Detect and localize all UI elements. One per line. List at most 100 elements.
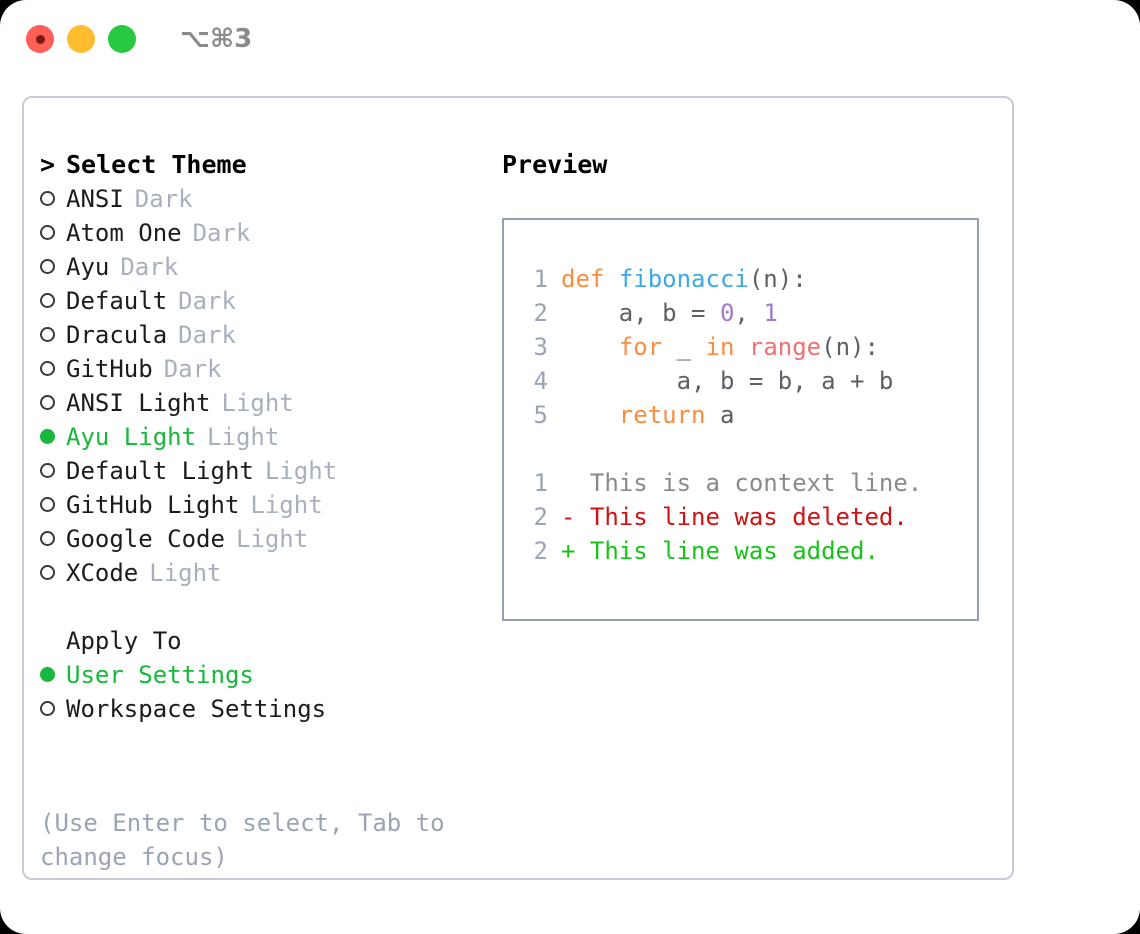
radio-bullet-icon[interactable] — [40, 522, 66, 556]
theme-list-item[interactable]: ANSI Light Light — [40, 386, 490, 420]
theme-name-label: ANSI — [66, 185, 124, 213]
theme-variant-tag: Dark — [178, 287, 236, 315]
code-token — [561, 401, 619, 429]
theme-variant-tag: Dark — [192, 219, 251, 247]
theme-name-label: ANSI Light — [66, 389, 211, 417]
theme-variant-tag: Dark — [120, 253, 179, 281]
line-number: 1 — [533, 265, 548, 293]
diff-text: This line was deleted. — [575, 503, 908, 531]
radio-bullet-icon[interactable] — [40, 692, 66, 726]
theme-variant-tag: Dark — [134, 185, 193, 213]
radio-bullet-icon[interactable] — [40, 556, 66, 590]
code-token: fibonacci — [618, 265, 749, 293]
window-titlebar: ⌥⌘3 — [0, 0, 1140, 78]
theme-list-item[interactable]: Atom One Dark — [40, 216, 490, 250]
theme-name-label: Atom One — [66, 219, 182, 247]
close-button[interactable] — [26, 25, 54, 53]
code-token: in — [705, 333, 735, 361]
theme-variant-tag: Light — [250, 491, 323, 519]
theme-variant-tag: Light — [235, 525, 309, 553]
theme-list-item[interactable]: Dracula Dark — [40, 318, 490, 352]
apply-to-header: Apply To — [40, 624, 490, 658]
radio-bullet-icon[interactable] — [40, 318, 66, 352]
code-token: def — [561, 265, 605, 293]
code-token: 0 — [719, 299, 735, 327]
theme-name-label: Google Code — [66, 525, 225, 553]
code-token: _ — [662, 333, 706, 361]
theme-name-label: Ayu Light — [66, 423, 197, 451]
line-number: 4 — [533, 367, 548, 395]
line-number: 3 — [533, 333, 548, 361]
theme-variant-tag: Dark — [178, 321, 236, 349]
radio-bullet-icon[interactable] — [40, 386, 66, 420]
line-number: 2 — [533, 503, 548, 531]
theme-name-label: GitHub — [66, 355, 153, 383]
keyboard-shortcut-label: ⌥⌘3 — [180, 24, 253, 54]
code-token — [561, 333, 619, 361]
code-token: range — [748, 333, 822, 361]
diff-line: 1 This is a context line. — [522, 466, 977, 500]
theme-name-label: Default Light — [66, 457, 254, 485]
theme-variant-tag: Light — [221, 389, 294, 417]
cursor-caret-icon: > — [40, 150, 56, 179]
radio-bullet-icon[interactable] — [40, 454, 66, 488]
code-token: return — [618, 401, 706, 429]
select-theme-header: > Select Theme — [40, 148, 490, 182]
radio-bullet-icon[interactable] — [40, 488, 66, 522]
code-diff-spacer — [522, 432, 977, 466]
code-token — [734, 333, 748, 361]
code-token: (n): — [748, 265, 807, 293]
preview-title: Preview — [502, 150, 608, 179]
radio-bullet-icon[interactable] — [40, 182, 66, 216]
radio-bullet-icon[interactable] — [40, 352, 66, 386]
line-number: 2 — [533, 537, 548, 565]
theme-list-item[interactable]: ANSI Dark — [40, 182, 490, 216]
code-token: for — [618, 333, 663, 361]
apply-to-item[interactable]: Workspace Settings — [40, 692, 490, 726]
code-token: (n): — [821, 333, 879, 361]
radio-bullet-icon[interactable] — [40, 284, 66, 318]
apply-to-header-label: Apply To — [66, 627, 182, 655]
diff-line: 2- This line was deleted. — [522, 500, 977, 534]
code-token: a, b = — [561, 299, 720, 327]
radio-bullet-icon[interactable] — [40, 658, 66, 692]
code-token: a — [705, 401, 735, 429]
code-line: 3 for _ in range(n): — [522, 330, 977, 364]
radio-bullet-icon[interactable] — [40, 250, 66, 284]
diff-sample: 1 This is a context line.2- This line wa… — [522, 466, 977, 568]
maximize-button[interactable] — [108, 25, 136, 53]
diff-marker: - — [561, 503, 576, 531]
theme-variant-tag: Light — [149, 559, 222, 587]
code-line: 4 a, b = b, a + b — [522, 364, 977, 398]
select-theme-header-label: Select Theme — [66, 150, 247, 179]
theme-name-label: Default — [66, 287, 168, 315]
theme-list-item[interactable]: Default Dark — [40, 284, 490, 318]
apply-to-item[interactable]: User Settings — [40, 658, 490, 692]
code-token — [604, 265, 618, 293]
theme-name-label: Dracula — [66, 321, 168, 349]
radio-bullet-icon[interactable] — [40, 420, 66, 454]
theme-list-item[interactable]: Google Code Light — [40, 522, 490, 556]
diff-marker — [561, 469, 575, 497]
apply-to-label: User Settings — [66, 661, 254, 689]
minimize-button[interactable] — [67, 25, 95, 53]
radio-bullet-icon[interactable] — [40, 216, 66, 250]
keyboard-hint-text: (Use Enter to select, Tab to change focu… — [40, 809, 445, 871]
theme-list-item[interactable]: Ayu Dark — [40, 250, 490, 284]
code-token: 1 — [763, 299, 778, 327]
theme-name-label: Ayu — [66, 253, 110, 281]
code-line: 5 return a — [522, 398, 977, 432]
code-line: 2 a, b = 0, 1 — [522, 296, 977, 330]
